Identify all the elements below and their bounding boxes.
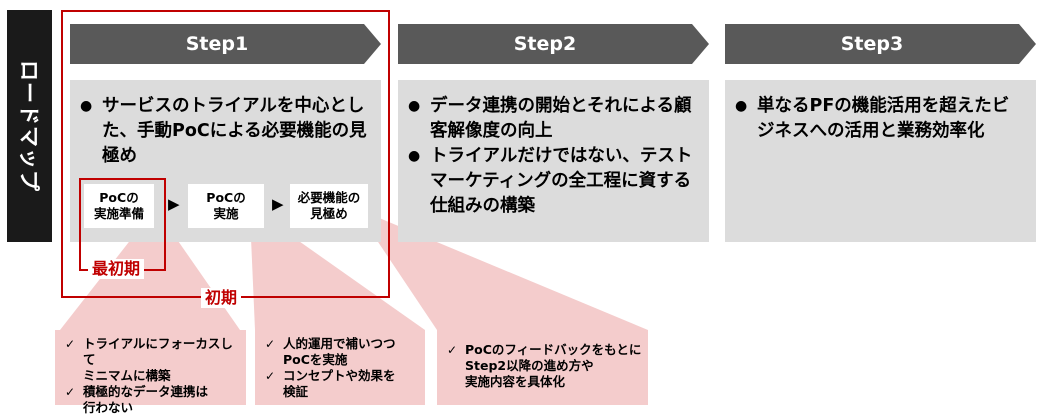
earliest-frame [79,178,166,271]
connector-3 [360,215,648,330]
phase-poc-preparation: PoCの実施準備 [84,184,154,228]
initial-label: 初期 [201,288,242,308]
chevron-right-icon: ▶ [168,195,180,213]
step2-bullets: ● データ連携の開始とそれによる顧客解像度の向上 ● トライアルだけではない、テ… [408,94,698,219]
callout-line: 実施内容を具体化 [465,374,566,389]
bullet-item: ● トライアルだけではない、テストマーケティングの全工程に資する仕組みの構築 [408,144,698,219]
phase-line: PoCの [99,190,139,205]
callout-line: 検証 [283,384,309,399]
phase-line: 実施 [213,206,239,221]
bullet-text: 単なるPFの機能活用を超えたビジネスへの活用と業務効率化 [757,96,1010,141]
callout-line: PoCのフィードバックをもとに [465,342,642,357]
bullet-dot-icon: ● [80,98,93,114]
bullet-text: トライアルだけではない、テストマーケティングの全工程に資する仕組みの構築 [430,146,693,216]
bullet-text: サービスのトライアルを中心とした、手動PoCによる必要機能の見極め [102,96,367,166]
phase-poc-execution: PoCの実施 [188,184,264,228]
step3-bullets: ● 単なるPFの機能活用を超えたビジネスへの活用と業務効率化 [735,94,1025,144]
step1-arrow [70,24,381,64]
callout-line: PoCを実施 [283,352,348,367]
bullet-dot-icon: ● [408,148,421,164]
step2-panel [398,80,709,242]
callout-line: 行わない [83,400,134,415]
callout-item: ✓ 積極的なデータ連携は行わない [65,384,240,416]
phase-line: 見極め [310,206,348,221]
step-arrows [70,24,1036,64]
roadmap-label: ロードマップ [7,10,52,242]
phase-required-function: 必要機能の見極め [290,184,368,228]
phase-line: 実施準備 [93,206,144,221]
callout-item: ✓ トライアルにフォーカスしてミニマムに構築 [65,336,240,384]
bullet-dot-icon: ● [408,98,421,114]
step1-bullets: ● サービスのトライアルを中心とした、手動PoCによる必要機能の見極め [80,94,372,169]
check-icon: ✓ [65,385,76,399]
phase-line: PoCの [206,190,246,205]
callout-line: Step2以降の進め方や [465,358,594,373]
callout-line: 人的運用で補いつつ [283,336,396,351]
check-icon: ✓ [65,337,76,351]
check-icon: ✓ [265,337,276,351]
callout-line: トライアルにフォーカスして [83,336,233,367]
callout-item: ✓ コンセプトや効果を検証 [265,368,419,400]
step3-arrow [725,24,1036,64]
check-icon: ✓ [265,369,276,383]
step2-arrow [398,24,709,64]
bullet-item: ● サービスのトライアルを中心とした、手動PoCによる必要機能の見極め [80,94,372,169]
bullet-text: データ連携の開始とそれによる顧客解像度の向上 [430,96,692,141]
step2-label: Step2 [513,33,577,55]
chevron-right-icon: ▶ [272,195,284,213]
callout-line: コンセプトや効果を [283,368,396,383]
callout-line: 積極的なデータ連携は [83,384,209,399]
bullet-item: ● 単なるPFの機能活用を超えたビジネスへの活用と業務効率化 [735,94,1025,144]
callout-preparation: ✓ トライアルにフォーカスしてミニマムに構築 ✓ 積極的なデータ連携は行わない [55,330,246,415]
connector-2 [250,215,425,330]
earliest-label: 最初期 [88,259,145,279]
bullet-item: ● データ連携の開始とそれによる顧客解像度の向上 [408,94,698,144]
phase-line: 必要機能の [297,190,361,205]
step1-label: Step1 [185,33,249,55]
bullet-dot-icon: ● [735,98,748,114]
callout-line: ミニマムに構築 [83,368,171,383]
check-icon: ✓ [447,343,458,357]
connector-1 [60,215,240,330]
step3-panel [725,80,1036,242]
step3-label: Step3 [840,33,904,55]
